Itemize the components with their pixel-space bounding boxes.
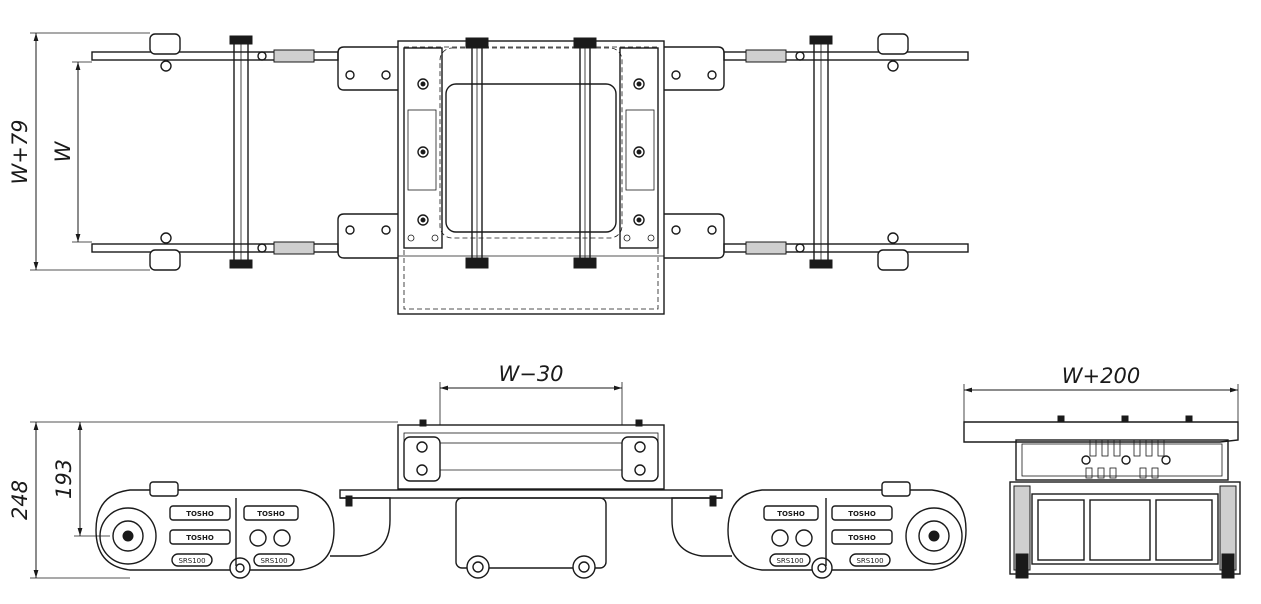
brand-label: TOSHO [257,510,285,518]
model-label: SRS100 [260,557,287,565]
dim-top-inner-width: W [51,140,75,162]
side-top-block [397,424,665,490]
brand-label: TOSHO [848,534,876,542]
top-view: W+79 W [8,32,969,315]
side-view: TOSHO TOSHO TOSHO SRS100 SRS100 TOSHO TO… [8,362,967,579]
brand-label: TOSHO [186,510,214,518]
left-roller-unit-side: TOSHO TOSHO TOSHO SRS100 SRS100 [95,481,335,579]
dim-side-platform-height: 193 [52,459,76,499]
model-label: SRS100 [856,557,883,565]
model-label: SRS100 [178,557,205,565]
left-bracket-column [403,47,443,249]
dim-end-width: W+200 [1062,364,1140,388]
right-roller-unit-side: TOSHO TOSHO TOSHO SRS100 SRS100 [727,481,967,579]
dim-top-outer-width: W+79 [8,119,32,184]
end-view: W+200 [963,364,1241,579]
right-bracket-column [619,47,659,249]
dim-side-top-span: W−30 [498,362,563,386]
model-label: SRS100 [776,557,803,565]
platform-plate [397,40,665,315]
end-view-teeth [1085,439,1165,479]
brand-label: TOSHO [777,510,805,518]
dim-side-total-height: 248 [8,480,32,520]
brand-label: TOSHO [186,534,214,542]
left-roller-assembly-top [91,33,339,271]
brand-label: TOSHO [848,510,876,518]
right-roller-assembly-top [723,33,969,271]
center-window [445,83,617,233]
